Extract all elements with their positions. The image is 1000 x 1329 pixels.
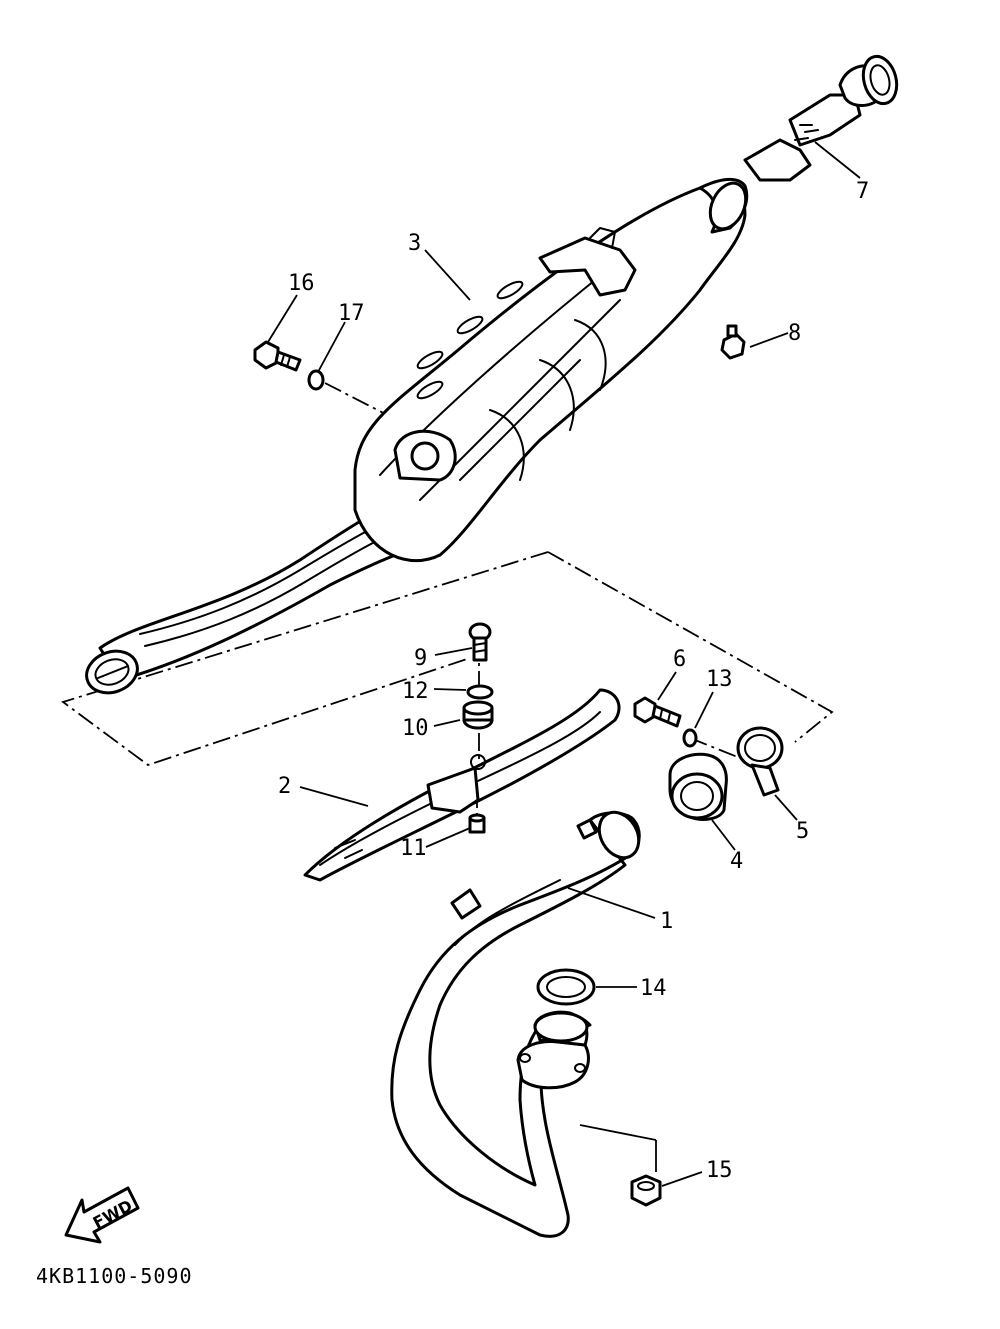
callout-8: 8	[788, 321, 801, 346]
muffler-inlet	[85, 649, 139, 695]
heat-protector	[303, 688, 621, 882]
assembly-outline-left	[61, 551, 549, 767]
callout-10: 10	[402, 716, 429, 741]
callout-15: 15	[706, 1158, 733, 1183]
bolt-16	[253, 340, 302, 372]
callout-14: 14	[640, 976, 667, 1001]
washer-13	[682, 728, 698, 748]
leader-lines	[267, 141, 861, 1187]
bolt-6	[633, 696, 682, 728]
callout-11: 11	[400, 836, 427, 861]
spark-arrester	[743, 54, 899, 182]
grommet-10	[462, 700, 494, 730]
gasket-4	[668, 752, 728, 821]
diagram-code: 4KB1100-5090	[36, 1264, 193, 1288]
gasket-14	[536, 968, 596, 1006]
callout-3: 3	[408, 231, 421, 256]
bolt-8	[720, 324, 746, 360]
clamp-5	[736, 726, 784, 797]
callout-13: 13	[706, 667, 733, 692]
screw-9	[468, 622, 492, 662]
callout-2: 2	[278, 774, 291, 799]
callout-7: 7	[856, 179, 869, 204]
callout-17: 17	[338, 301, 365, 326]
callout-5: 5	[796, 819, 809, 844]
washer-17	[307, 369, 325, 391]
assembly-outline	[547, 551, 834, 743]
exhaust-pipe	[390, 810, 641, 1238]
washer-12	[466, 684, 494, 700]
nut-15	[630, 1174, 662, 1207]
callout-9: 9	[414, 646, 427, 671]
muffler	[98, 178, 749, 682]
nut-11	[468, 813, 486, 834]
callout-6: 6	[673, 647, 686, 672]
callout-1: 1	[660, 909, 673, 934]
forward-arrow-icon: FWD	[64, 1186, 140, 1244]
callout-12: 12	[402, 679, 429, 704]
callout-4: 4	[730, 849, 743, 874]
callout-16: 16	[288, 271, 315, 296]
